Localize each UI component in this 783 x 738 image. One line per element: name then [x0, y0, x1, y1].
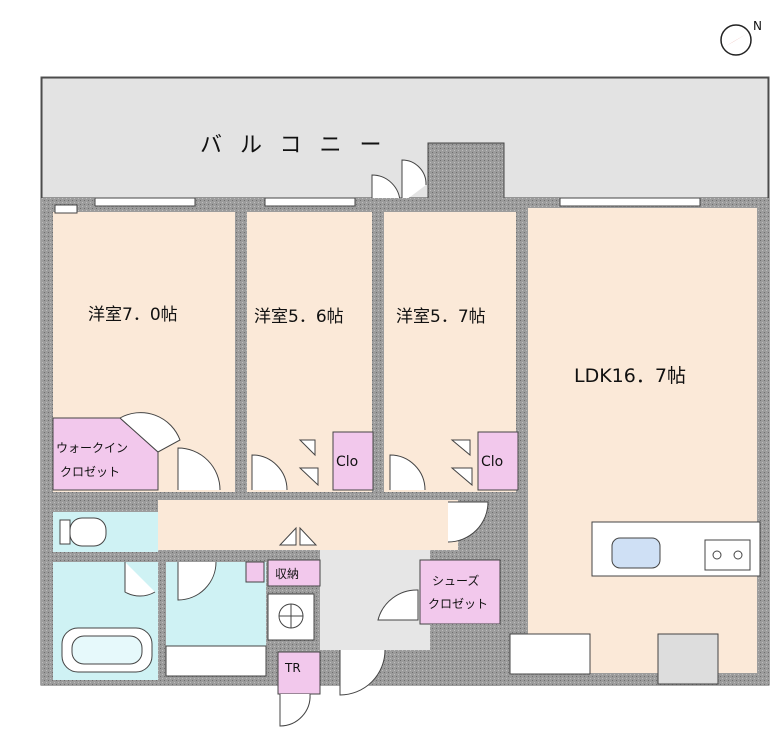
western-room-2-label: 洋室5．6帖: [254, 307, 344, 327]
balcony-door: [371, 174, 401, 204]
sink-icon: [611, 537, 661, 569]
western-room-3-label: 洋室5．7帖: [396, 307, 486, 327]
balcony-door-2: [401, 159, 427, 203]
door-entrance: [339, 649, 386, 696]
door-tr: [279, 693, 311, 727]
balcony-label: バルコニー: [200, 133, 400, 158]
closet-1-label: Clo: [336, 454, 358, 470]
toilet-icon: [69, 517, 107, 547]
closet-2-label: Clo: [481, 454, 503, 470]
door-bath: [124, 562, 156, 597]
door-wash: [177, 561, 217, 601]
western-room-1: [53, 212, 235, 418]
ldk-label: LDK16．7帖: [574, 365, 686, 387]
compass-icon: N: [720, 19, 762, 56]
door-ldk: [447, 501, 489, 543]
door-room3: [389, 454, 426, 491]
storage-closet: [267, 559, 321, 587]
walkin-label-1: ウォークイン: [56, 441, 128, 455]
column: [427, 142, 505, 206]
shoes-closet: [419, 559, 501, 625]
vanity-icon: [165, 645, 267, 677]
closet-1: [332, 431, 374, 491]
shoes-label-2: クロゼット: [428, 597, 488, 611]
closet-2: [477, 431, 519, 491]
door-storage: [278, 526, 318, 546]
door-room1: [177, 447, 221, 491]
door-room2: [251, 454, 288, 491]
trunk-room: [277, 651, 321, 695]
ldk-room: [528, 208, 757, 673]
walkin-door: [119, 412, 181, 453]
compass-north-label: N: [753, 19, 762, 33]
tr-label: TR: [284, 661, 301, 675]
stove-icon: [704, 539, 751, 571]
walkin-label-2: クロゼット: [60, 465, 120, 479]
fridge-space: [657, 633, 719, 685]
shoes-label-1: シューズ: [432, 573, 479, 588]
western-room-1-label: 洋室7．0帖: [88, 305, 178, 325]
door-shoes: [377, 589, 419, 621]
storage-label: 収納: [275, 567, 299, 581]
walkin-closet: [52, 417, 159, 491]
